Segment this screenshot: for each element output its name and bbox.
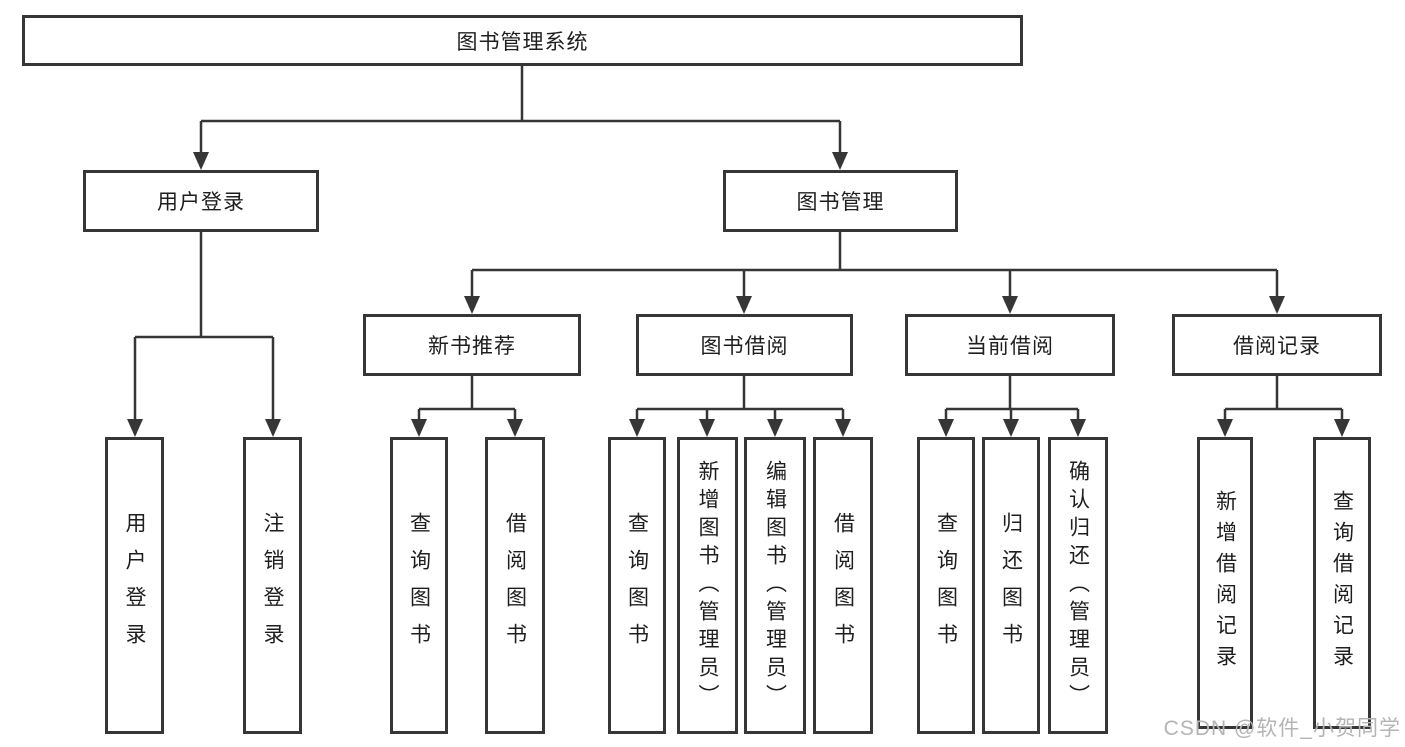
leaf-current-query-book: 查询图书: [917, 437, 975, 734]
leaf-current-query-book-label: 查询图书: [934, 511, 958, 660]
leaf-logout: 注销登录: [243, 437, 302, 734]
leaf-add-book-admin: 新增图书（管理员）: [677, 437, 738, 734]
connector-book-mgmt-split: [464, 232, 1285, 314]
leaf-return-book-label: 归还图书: [999, 511, 1023, 660]
node-book-management-label: 图书管理: [796, 191, 885, 214]
leaf-query-borrow-record-label: 查询借阅记录: [1330, 490, 1354, 676]
leaf-newbook-borrow-book: 借阅图书: [485, 437, 545, 734]
leaf-query-borrow-record: 查询借阅记录: [1313, 437, 1371, 729]
leaf-edit-book-admin-label: 编辑图书（管理员）: [763, 459, 787, 712]
leaf-user-login-label: 用户登录: [123, 511, 146, 660]
leaf-borrow-book: 借阅图书: [813, 437, 873, 734]
node-root: 图书管理系统: [22, 15, 1023, 66]
leaf-confirm-return-admin: 确认归还（管理员）: [1048, 437, 1108, 734]
node-new-book-recommend: 新书推荐: [363, 314, 581, 376]
node-book-borrow: 图书借阅: [636, 314, 853, 376]
leaf-logout-label: 注销登录: [261, 511, 284, 660]
connector-new-book-split: [411, 376, 523, 437]
connector-root-split: [193, 66, 848, 170]
leaf-newbook-query-book: 查询图书: [390, 437, 448, 734]
node-current-borrow: 当前借阅: [905, 314, 1115, 376]
leaf-add-book-admin-label: 新增图书（管理员）: [696, 459, 719, 712]
leaf-borrow-query-book: 查询图书: [608, 437, 666, 734]
leaf-add-borrow-record-label: 新增借阅记录: [1213, 490, 1237, 676]
node-borrow-record: 借阅记录: [1172, 314, 1382, 376]
connector-borrow-record-split: [1217, 376, 1350, 437]
leaf-borrow-query-book-label: 查询图书: [625, 511, 649, 660]
leaf-edit-book-admin: 编辑图书（管理员）: [744, 437, 806, 734]
node-root-label: 图书管理系统: [456, 30, 589, 54]
node-book-borrow-label: 图书借阅: [700, 335, 789, 358]
leaf-borrow-book-label: 借阅图书: [831, 511, 855, 660]
leaf-add-borrow-record: 新增借阅记录: [1197, 437, 1253, 729]
node-user-login-label: 用户登录: [157, 191, 245, 214]
node-borrow-record-label: 借阅记录: [1233, 335, 1321, 358]
node-current-borrow-label: 当前借阅: [966, 335, 1054, 358]
node-new-book-recommend-label: 新书推荐: [428, 335, 516, 358]
leaf-confirm-return-admin-label: 确认归还（管理员）: [1066, 459, 1090, 712]
node-user-login: 用户登录: [83, 170, 319, 232]
leaf-newbook-borrow-book-label: 借阅图书: [503, 511, 527, 660]
node-book-management: 图书管理: [723, 170, 958, 232]
leaf-newbook-query-book-label: 查询图书: [407, 511, 431, 660]
connector-current-borrow-split: [938, 376, 1086, 437]
connector-book-borrow-split: [629, 376, 851, 437]
leaf-user-login: 用户登录: [105, 437, 164, 734]
connector-user-login-split: [127, 232, 281, 437]
csdn-watermark: CSDN @软件_小贺同学: [1163, 717, 1401, 740]
leaf-return-book: 归还图书: [982, 437, 1040, 734]
